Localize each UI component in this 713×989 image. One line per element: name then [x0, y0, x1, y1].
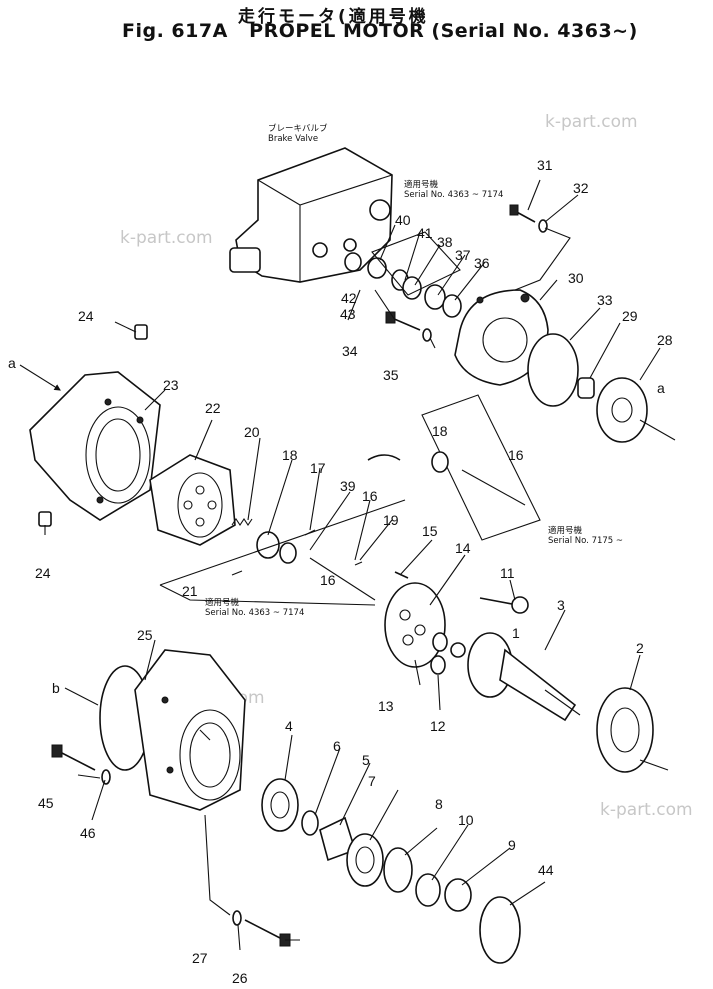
title-english: Fig. 617A PROPEL MOTOR (Serial No. 4363~… [122, 20, 638, 42]
title-japanese: 走行モータ(適用号機 [238, 7, 429, 27]
watermark: k-part.com [120, 228, 213, 248]
brake-valve-body [229, 147, 393, 283]
callout-42: 42 [341, 290, 357, 306]
callout-17: 17 [310, 460, 326, 476]
serial-note-1: 適用号機 Serial No. 4363 ~ 7174 [404, 180, 504, 200]
callout-45: 45 [38, 795, 54, 811]
callout-24: 24 [78, 308, 94, 324]
callout-39: 39 [340, 478, 356, 494]
callout-24: 24 [35, 565, 51, 581]
part-36 [442, 294, 462, 318]
serial-range: (Serial No. 4363~) [431, 20, 638, 42]
callout-38: 38 [437, 234, 453, 250]
callout-16: 16 [362, 488, 378, 504]
callout-41: 41 [417, 225, 433, 241]
callout-20: 20 [244, 424, 260, 440]
callout-16: 16 [320, 572, 336, 588]
callout-22: 22 [205, 400, 221, 416]
callout-25: 25 [137, 627, 153, 643]
serial-note-2: 適用号機 Serial No. 7175 ~ [548, 526, 624, 546]
callout-18: 18 [432, 423, 448, 439]
part-43 [367, 257, 387, 279]
callout-33: 33 [597, 292, 613, 308]
callout-23: 23 [163, 377, 179, 393]
callout-b: b [52, 680, 60, 696]
callout-8: 8 [435, 796, 443, 812]
serial-note-3: 適用号機 Serial No. 4363 ~ 7174 [205, 598, 305, 618]
callout-19: 19 [383, 512, 399, 528]
watermark: k-part.com [545, 112, 638, 132]
callout-34: 34 [342, 343, 358, 359]
part-42 [344, 252, 362, 272]
watermark: k-part.com [600, 800, 693, 820]
callout-40: 40 [395, 212, 411, 228]
figure-number: Fig. 617A [122, 20, 228, 42]
callout-1: 1 [512, 625, 520, 641]
callout-44: 44 [538, 862, 554, 878]
callout-31: 31 [537, 157, 553, 173]
brake-valve-label: ブレーキバルブ Brake Valve [268, 124, 328, 144]
callout-46: 46 [80, 825, 96, 841]
callout-12: 12 [430, 718, 446, 734]
callout-37: 37 [455, 247, 471, 263]
callout-14: 14 [455, 540, 471, 556]
callout-a: a [657, 380, 665, 396]
callout-4: 4 [285, 718, 293, 734]
callout-9: 9 [508, 837, 516, 853]
callout-35: 35 [383, 367, 399, 383]
callout-13: 13 [378, 698, 394, 714]
callout-5: 5 [362, 752, 370, 768]
callout-32: 32 [573, 180, 589, 196]
callout-10: 10 [458, 812, 474, 828]
part-22-cylinder-block [149, 454, 236, 546]
callout-18: 18 [282, 447, 298, 463]
callout-15: 15 [422, 523, 438, 539]
part-30-cover [454, 289, 549, 386]
callout-7: 7 [368, 773, 376, 789]
callout-21: 21 [182, 583, 198, 599]
part-3-shaft [467, 632, 581, 722]
flange-housing [134, 649, 246, 811]
callout-2: 2 [636, 640, 644, 656]
callout-30: 30 [568, 270, 584, 286]
part-37 [424, 284, 446, 310]
callout-16: 16 [508, 447, 524, 463]
callout-6: 6 [333, 738, 341, 754]
callout-29: 29 [622, 308, 638, 324]
callout-a: a [8, 355, 16, 371]
callout-3: 3 [557, 597, 565, 613]
callout-26: 26 [232, 970, 248, 986]
part-23-housing [29, 371, 161, 521]
callout-11: 11 [500, 565, 515, 581]
callout-28: 28 [657, 332, 673, 348]
callout-43: 43 [340, 306, 356, 322]
callout-27: 27 [192, 950, 208, 966]
callout-36: 36 [474, 255, 490, 271]
part-name: PROPEL MOTOR [249, 20, 425, 42]
